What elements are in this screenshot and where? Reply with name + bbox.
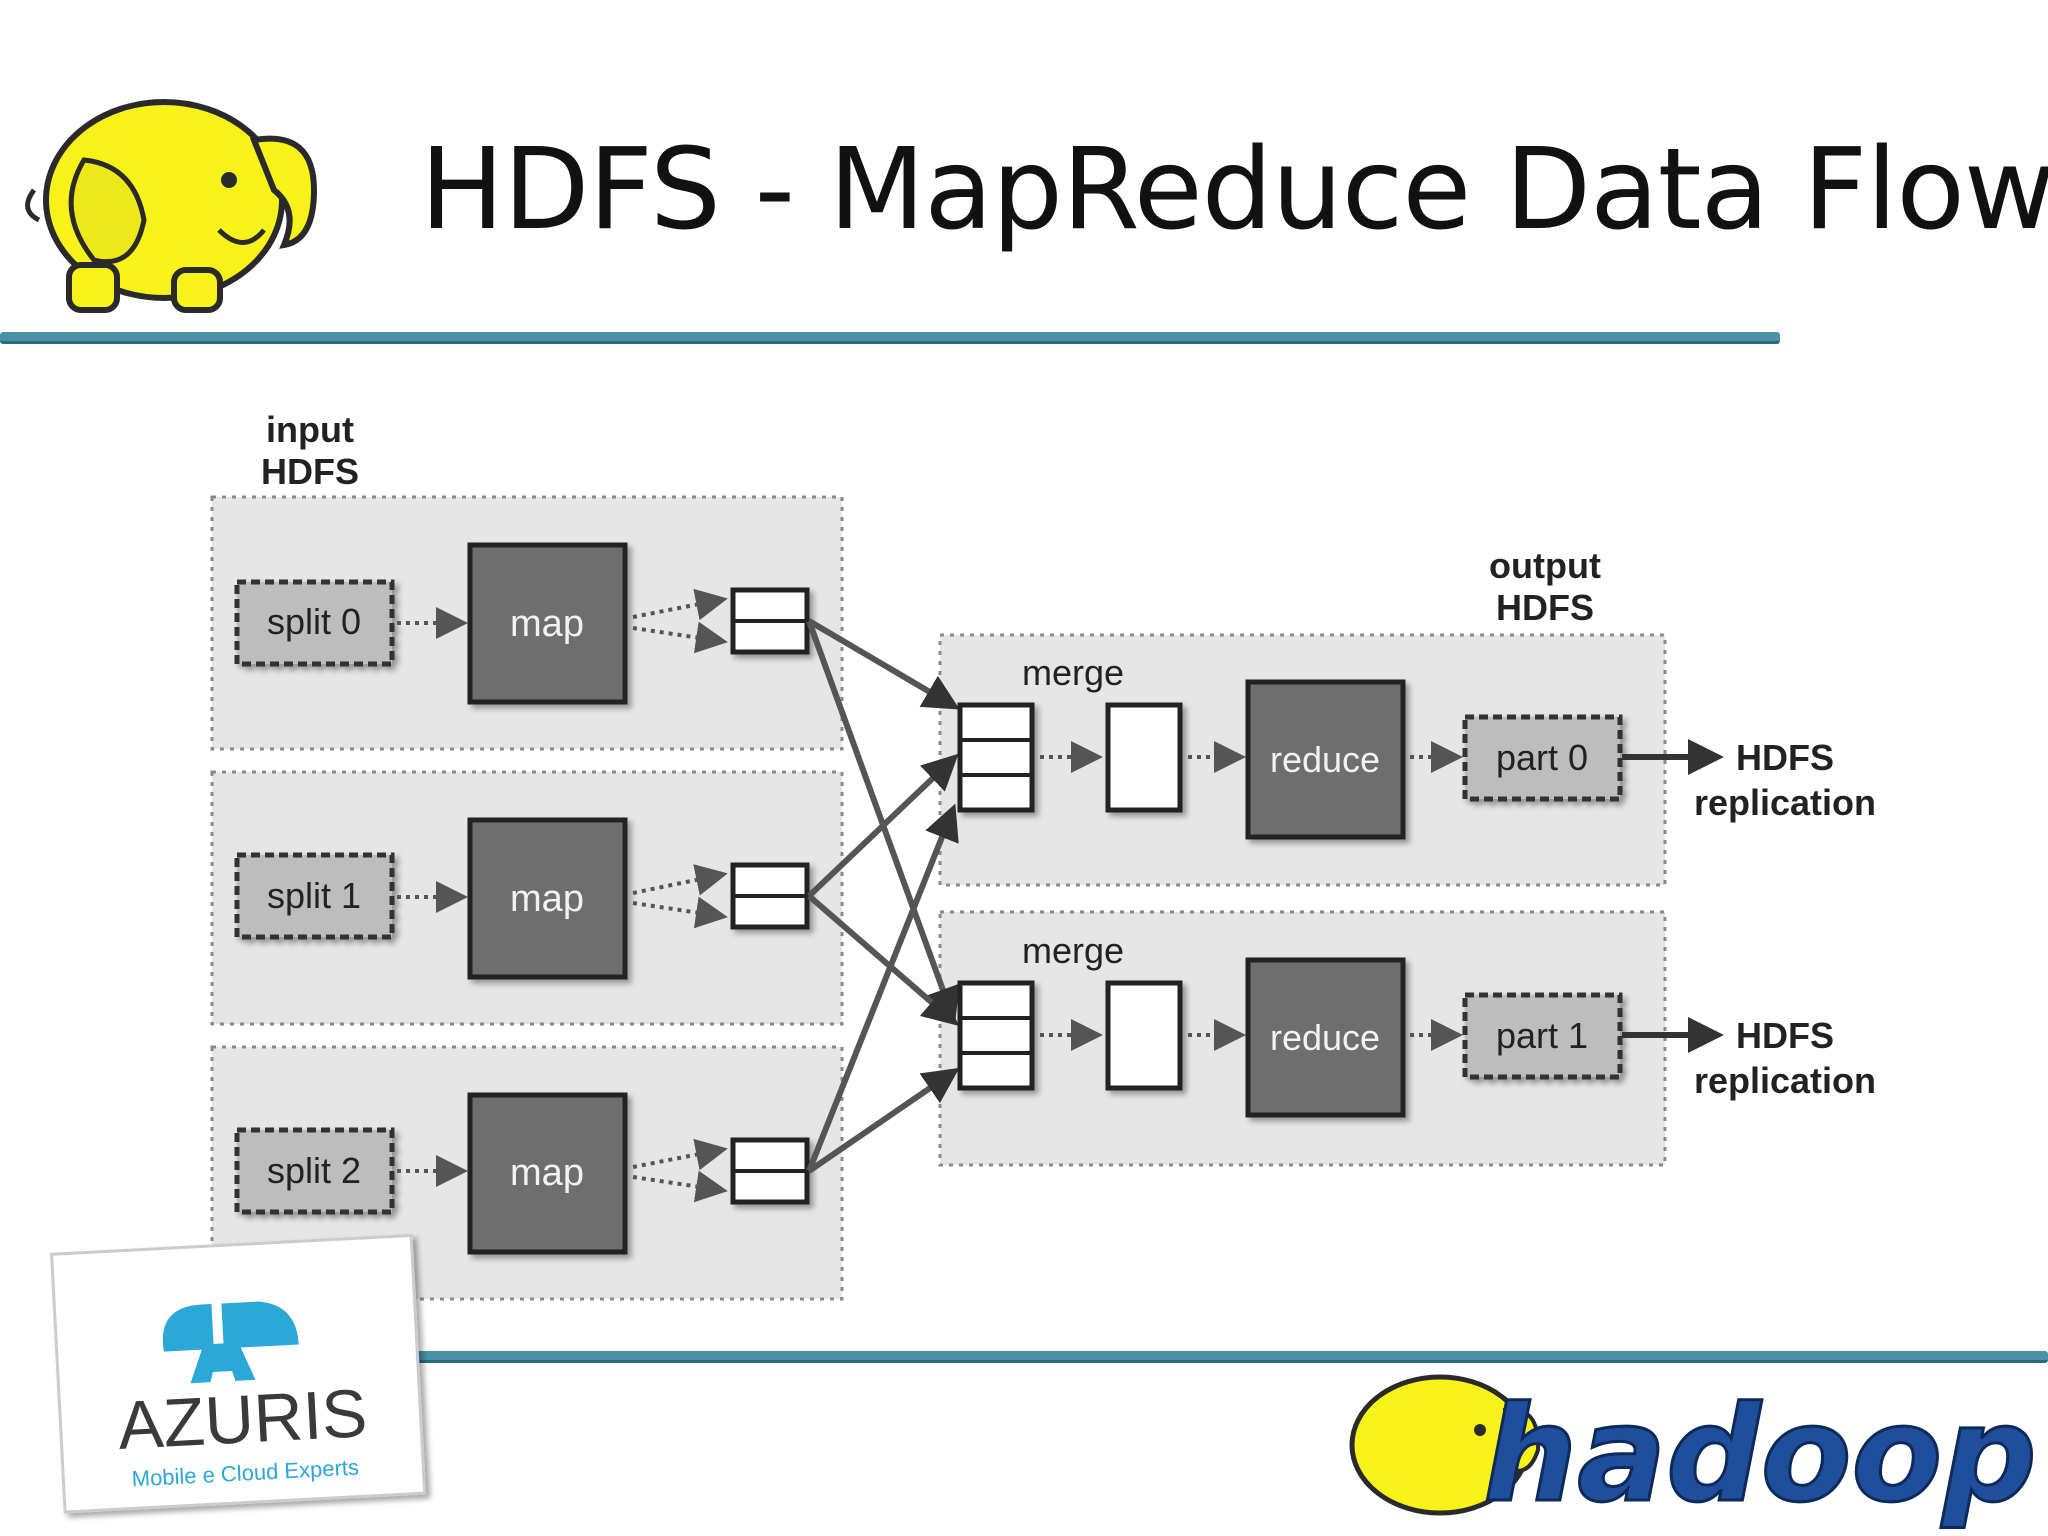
reduce-label: reduce: [1270, 739, 1380, 780]
merge-label: merge: [1022, 930, 1124, 971]
part-box: [1462, 714, 1623, 802]
output-hdfs-label: HDFS: [1496, 587, 1594, 628]
merged-buffer: [1105, 702, 1183, 813]
reduce-box: [1245, 679, 1406, 840]
merged-buffer: [1105, 980, 1183, 1091]
hdfs-replication-label: replication: [1694, 1060, 1876, 1101]
shuffle-arrows: [806, 618, 960, 1174]
part-label: part 1: [1496, 1015, 1588, 1056]
slide-title: HDFS - MapReduce Data Flow: [420, 125, 2048, 255]
merge-input-buffer: [957, 702, 1035, 813]
hdfs-replication-label: HDFS: [1736, 737, 1834, 778]
split-box: [234, 852, 395, 940]
input-hdfs-label: HDFS: [261, 451, 359, 492]
split-box: [234, 579, 395, 667]
reduce-row-1: merge reduce part 1 HDFS replication: [957, 930, 1876, 1118]
hadoop-wordmark: hadoop: [1483, 1378, 2036, 1532]
hdfs-replication-label: HDFS: [1736, 1015, 1834, 1056]
split-label: split 1: [267, 875, 361, 916]
map-row-0: split 0 map: [210, 495, 844, 751]
output-hdfs-label: output: [1489, 545, 1601, 586]
map-label: map: [510, 603, 584, 645]
map-box: [467, 542, 628, 705]
reduce-row-0: merge reduce part 0 HDFS replication: [957, 652, 1876, 840]
map-label: map: [510, 1152, 584, 1194]
reduce-box: [1245, 957, 1406, 1118]
split-label: split 2: [267, 1150, 361, 1191]
azuris-name: AZURIS: [116, 1375, 369, 1464]
split-label: split 0: [267, 601, 361, 642]
top-divider: [0, 332, 1780, 344]
map-label: map: [510, 878, 584, 920]
split-box: [234, 1127, 395, 1215]
merge-input-buffer: [957, 980, 1035, 1091]
azuris-logo: AZURIS Mobile e Cloud Experts: [50, 1233, 427, 1514]
bottom-divider: [400, 1351, 2048, 1363]
input-hdfs-label: input: [266, 409, 354, 450]
map-box: [467, 817, 628, 980]
map-box: [467, 1092, 628, 1255]
part-box: [1462, 992, 1623, 1080]
reduce-label: reduce: [1270, 1017, 1380, 1058]
hadoop-logo: hadoop: [1349, 1374, 2038, 1534]
map-row-1: split 1 map: [210, 770, 844, 1026]
part-label: part 0: [1496, 737, 1588, 778]
azuris-mark-icon: [162, 1304, 214, 1352]
hdfs-replication-label: replication: [1694, 782, 1876, 823]
hadoop-elephant-icon: [25, 99, 318, 313]
merge-label: merge: [1022, 652, 1124, 693]
